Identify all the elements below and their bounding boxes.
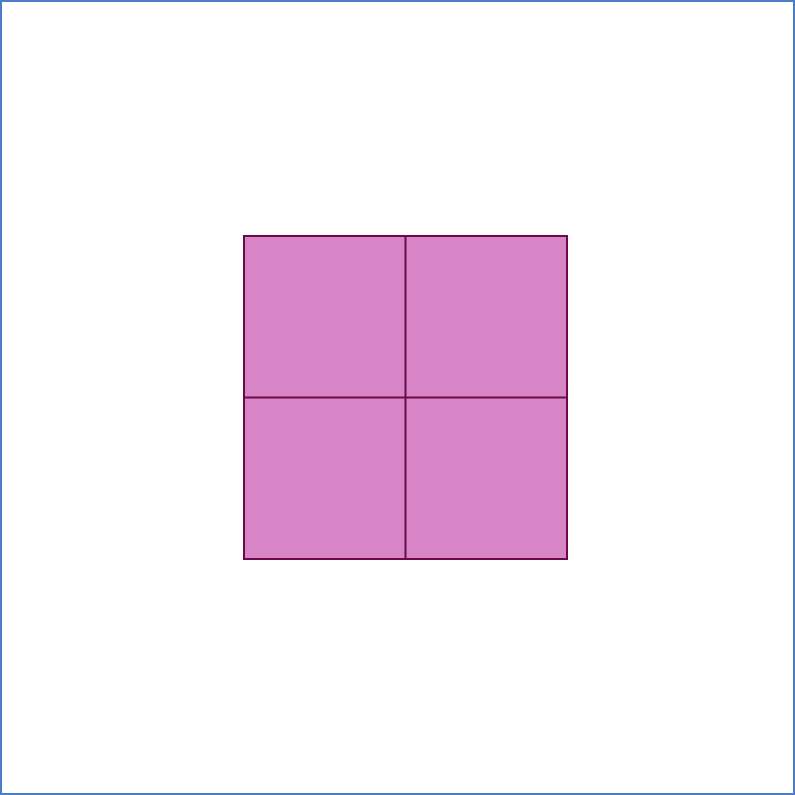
grid-cell-r0-c1 [404,235,568,399]
grid-cell-r1-c1 [404,396,568,560]
grid-cell-r0-c0 [243,235,407,399]
grid-cell-r1-c0 [243,396,407,560]
